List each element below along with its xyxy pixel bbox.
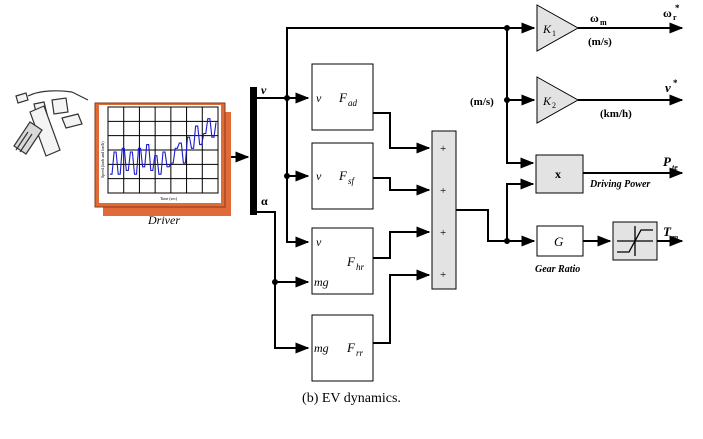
svg-text:m: m: [672, 233, 678, 242]
driving-power-caption: Driving Power: [589, 179, 650, 190]
pedal-icon: [13, 90, 89, 157]
bus-v-label: v: [261, 83, 267, 97]
figure-caption: (b) EV dynamics.: [302, 391, 401, 406]
driver-monitor: Time (sec) Speed (kmh and km/h): [94, 102, 231, 216]
svg-text:mg: mg: [314, 341, 329, 355]
output-labels: ω m (m/s) ω r * v * (km/h) (m/s) P te Dr…: [470, 3, 680, 242]
svg-text:+: +: [440, 143, 446, 155]
monitor-ylabel: Speed (kmh and km/h): [100, 141, 105, 178]
svg-text:1: 1: [552, 29, 556, 38]
signal-wires: [257, 22, 684, 354]
gear-ratio-block: G: [536, 225, 584, 257]
svg-text:+: +: [440, 185, 446, 197]
monitor-xlabel: Time (sec): [160, 196, 178, 201]
slope-force-block: v F sf: [311, 142, 374, 210]
omega-m-label: ω: [590, 11, 599, 25]
svg-text:sf: sf: [348, 176, 356, 186]
svg-text:v: v: [316, 169, 322, 183]
svg-text:F: F: [338, 168, 348, 183]
svg-text:F: F: [338, 90, 348, 105]
gain-k1-block: K 1: [536, 4, 580, 52]
svg-text:+: +: [440, 227, 446, 239]
v-star-unit: (km/h): [600, 108, 632, 120]
svg-text:G: G: [554, 234, 564, 249]
svg-text:2: 2: [552, 101, 556, 110]
monitor-grid: [108, 107, 218, 193]
omega-m-unit: (m/s): [588, 36, 612, 48]
svg-text:m: m: [600, 18, 607, 27]
omega-r-label: ω: [663, 6, 672, 20]
svg-text:ad: ad: [348, 98, 358, 108]
rolling-resistance-block: mg F rr: [311, 314, 374, 382]
svg-text:K: K: [542, 94, 552, 108]
svg-text:rr: rr: [356, 348, 364, 358]
pte-label: P: [663, 154, 672, 169]
v-star-label: v: [665, 80, 671, 95]
driver-label: Driver: [147, 213, 180, 227]
speed-trace: [110, 118, 217, 175]
svg-text:F: F: [346, 254, 356, 269]
svg-text:te: te: [672, 163, 678, 172]
svg-text:r: r: [673, 13, 677, 22]
demux-bus: [250, 87, 257, 215]
bus-alpha-label: α: [261, 194, 268, 208]
svg-text:x: x: [555, 167, 561, 181]
ms-label: (m/s): [470, 96, 494, 108]
svg-text:K: K: [542, 22, 552, 36]
saturation-block: [612, 221, 658, 261]
svg-text:v: v: [316, 235, 322, 249]
svg-text:*: *: [675, 3, 680, 13]
multiply-block: x: [535, 154, 584, 194]
tm-label: T: [663, 224, 672, 239]
svg-text:v: v: [316, 91, 322, 105]
svg-text:*: *: [673, 78, 678, 88]
junction-dots: [272, 25, 510, 285]
sum-block: + + + +: [431, 130, 457, 290]
svg-text:F: F: [346, 340, 356, 355]
svg-text:hr: hr: [356, 262, 365, 272]
gain-k2-block: K 2: [536, 76, 580, 124]
svg-text:+: +: [440, 269, 446, 281]
aero-drag-block: v F ad: [311, 63, 374, 131]
gear-ratio-caption: Gear Ratio: [535, 264, 580, 275]
svg-text:mg: mg: [314, 275, 329, 289]
hill-resistance-block: v mg F hr: [311, 227, 374, 295]
